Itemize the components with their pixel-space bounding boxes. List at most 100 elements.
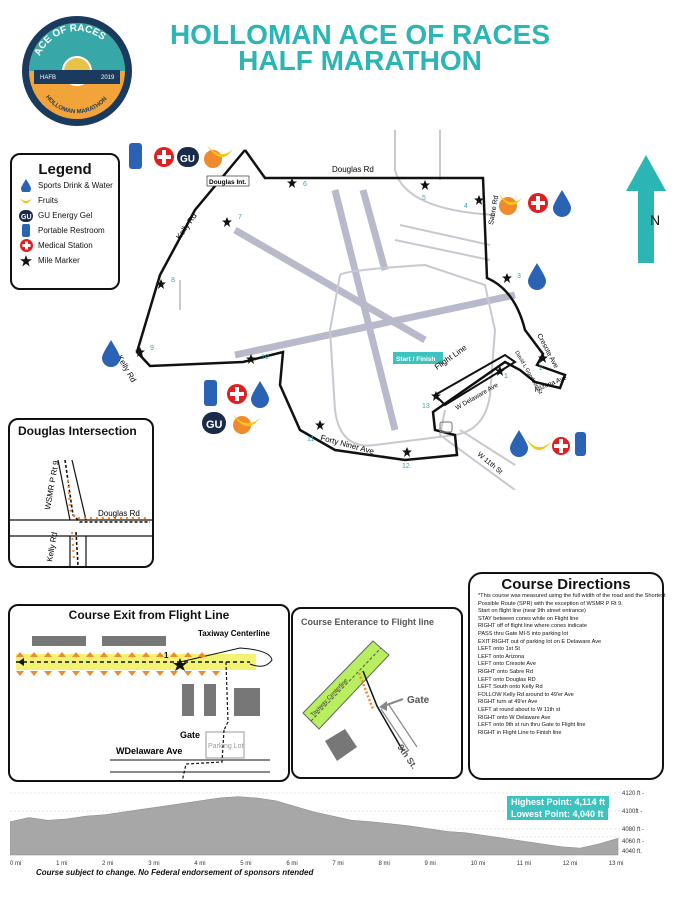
elevation-y-tick: 4080 ft - (622, 827, 644, 833)
page-title: HOLLOMAN ACE OF RACES HALF MARATHON (150, 19, 570, 76)
label-exit-gate: Gate (180, 730, 200, 740)
direction-step: LEFT South onto Kelly Rd (478, 684, 543, 691)
label-ninth-st: 9th St. (395, 742, 419, 770)
label-kelly-rd-1: Kelly Rd (174, 212, 198, 242)
elevation-x-tick: 13 mi (609, 861, 624, 867)
start-finish-label: Start / Finish (396, 356, 435, 363)
direction-step: RIGHT onto W Delaware Ave (478, 714, 551, 721)
svg-text:6: 6 (303, 181, 307, 188)
elevation-x-tick: 10 mi (471, 861, 486, 867)
elevation-x-tick: 1 mi (56, 861, 67, 867)
svg-text:GU: GU (180, 154, 195, 165)
legend-label: Mile Marker (38, 256, 80, 265)
north-arrow: N (626, 155, 666, 263)
douglas-panel-title: Douglas Intersection (18, 424, 137, 438)
legend-item: Mile Marker (18, 253, 118, 268)
star-icon (18, 254, 34, 268)
mile-marker-2: 2 (538, 353, 548, 372)
legend-label: Sports Drink & Water (38, 181, 113, 190)
svg-text:7: 7 (238, 214, 242, 221)
exit-inset-map: 1 Taxiway Centerline Parking Lot Gate WD… (16, 629, 273, 782)
footer-disclaimer: Course subject to change. No Federal end… (36, 868, 314, 877)
legend-item: Sports Drink & Water (18, 178, 118, 193)
mile-marker-3: 3 (502, 273, 521, 283)
direction-step: RIGHT in Flight Line to Finish line (478, 729, 562, 736)
douglas-inset-map: WSMR P Rt 9 Douglas Rd Kelly Rd (10, 459, 154, 568)
drop-icon (18, 179, 34, 193)
direction-step: LEFT onto 9th st run thru Gate to Flight… (478, 722, 586, 729)
elevation-x-tick: 2 mi (102, 861, 113, 867)
mile-marker-4: 4 (464, 195, 484, 210)
logo-left: HAFB (40, 75, 56, 81)
race-logo: HAFB 2019 ACE OF RACES HOLLOMAN MARATHON (22, 16, 132, 126)
title-line-2: HALF MARATHON (238, 45, 482, 76)
label-douglas-inset: Douglas Rd (98, 509, 140, 518)
course-directions-panel: Course Directions *This course was measu… (468, 572, 666, 780)
elevation-y-tick: 4060 ft - (622, 839, 644, 845)
restroom-icon (18, 224, 34, 238)
highest-point: Highest Point: 4,114 ft (507, 796, 610, 808)
elevation-x-tick: 3 mi (148, 861, 159, 867)
elevation-x-tick: 7 mi (332, 861, 343, 867)
direction-step: RIGHT turn at 49'er Ave (478, 699, 538, 706)
label-parking: Parking Lot (208, 743, 243, 750)
elevation-x-tick: 4 mi (194, 861, 205, 867)
mile-marker-10: 10 (246, 354, 269, 364)
svg-text:GU: GU (21, 214, 32, 221)
legend-panel: Legend Sports Drink & Water Fruits GU GU… (10, 153, 120, 290)
gu-icon: GU (18, 209, 34, 223)
exit-panel-title: Course Exit from Flight Line (68, 608, 230, 622)
direction-step: Start on flight line (near 9th street en… (478, 608, 586, 615)
douglas-intersection-panel: Douglas Intersection WSMR P Rt 9 Douglas… (8, 418, 154, 568)
aid-station-mile10: GU (202, 380, 269, 434)
svg-text:4: 4 (464, 203, 468, 210)
svg-text:11: 11 (307, 436, 314, 443)
mile-marker-13: 13 (422, 391, 441, 410)
elevation-x-tick: 8 mi (379, 861, 390, 867)
elevation-y-ticks: 4120 ft - 4100ft - 4080 ft - 4060 ft - 4040 … (622, 791, 644, 855)
runways (233, 189, 516, 431)
svg-text:GU: GU (206, 419, 223, 431)
course-route (135, 149, 567, 462)
svg-text:13: 13 (422, 403, 430, 410)
direction-step: LEFT at round about to W 11th st (478, 706, 561, 713)
mile-markers: 1 2 3 4 5 6 7 8 9 10 11 12 13 (135, 178, 548, 470)
title-line-1: HOLLOMAN ACE OF RACES (169, 19, 551, 50)
direction-step: Possible Route (SPR) with the exception … (478, 600, 623, 607)
course-map: Start / Finish Douglas Rd Douglas Int. K… (115, 130, 568, 490)
direction-step: LEFT onto Douglas RD (478, 676, 536, 683)
mile-marker-1: 1 (495, 366, 508, 380)
elevation-y-tick: 4040 ft. (622, 849, 642, 855)
mile-marker-7: 7 (222, 214, 242, 227)
flight-line-segment (433, 353, 517, 407)
label-exit-taxiway: Taxiway Centerline (198, 629, 270, 638)
direction-step: RIGHT onto Sabre Rd (478, 668, 533, 675)
elevation-x-tick: 12 mi (563, 861, 578, 867)
label-douglas-int: Douglas Int. (209, 179, 246, 186)
legend-item: Fruits (18, 193, 118, 208)
north-label: N (650, 212, 660, 228)
direction-step: LEFT onto Cresote Ave (478, 661, 536, 668)
svg-text:2: 2 (539, 365, 543, 372)
elevation-y-tick: 4100ft - (622, 809, 642, 815)
svg-text:12: 12 (402, 463, 410, 470)
mile-marker-9: 9 (135, 345, 154, 357)
elevation-y-tick: 4120 ft - (622, 791, 644, 797)
elevation-x-tick: 0 mi (10, 861, 21, 867)
direction-step: STAY between cones while on Flight line (478, 615, 579, 622)
directions-title: Course Directions (501, 576, 631, 593)
direction-step: EXIT RIGHT out of parking lot on E Delaw… (478, 638, 602, 645)
elevation-x-tick: 9 mi (425, 861, 436, 867)
legend-label: Portable Restroom (38, 226, 105, 235)
aid-station-douglas: GU (129, 143, 233, 169)
direction-step: *This course was measured using the full… (478, 593, 666, 599)
aid-station-mile9 (102, 340, 120, 367)
legend-label: GU Energy Gel (38, 211, 93, 220)
svg-text:5: 5 (422, 195, 426, 202)
entrance-inset-map: Gate 9th St. Taxiway Centerline (302, 640, 430, 771)
fruit-icon (18, 194, 34, 208)
aid-station-mile3 (528, 263, 546, 290)
svg-text:1: 1 (504, 373, 508, 380)
base-roads (179, 130, 516, 490)
legend-label: Medical Station (38, 241, 93, 250)
